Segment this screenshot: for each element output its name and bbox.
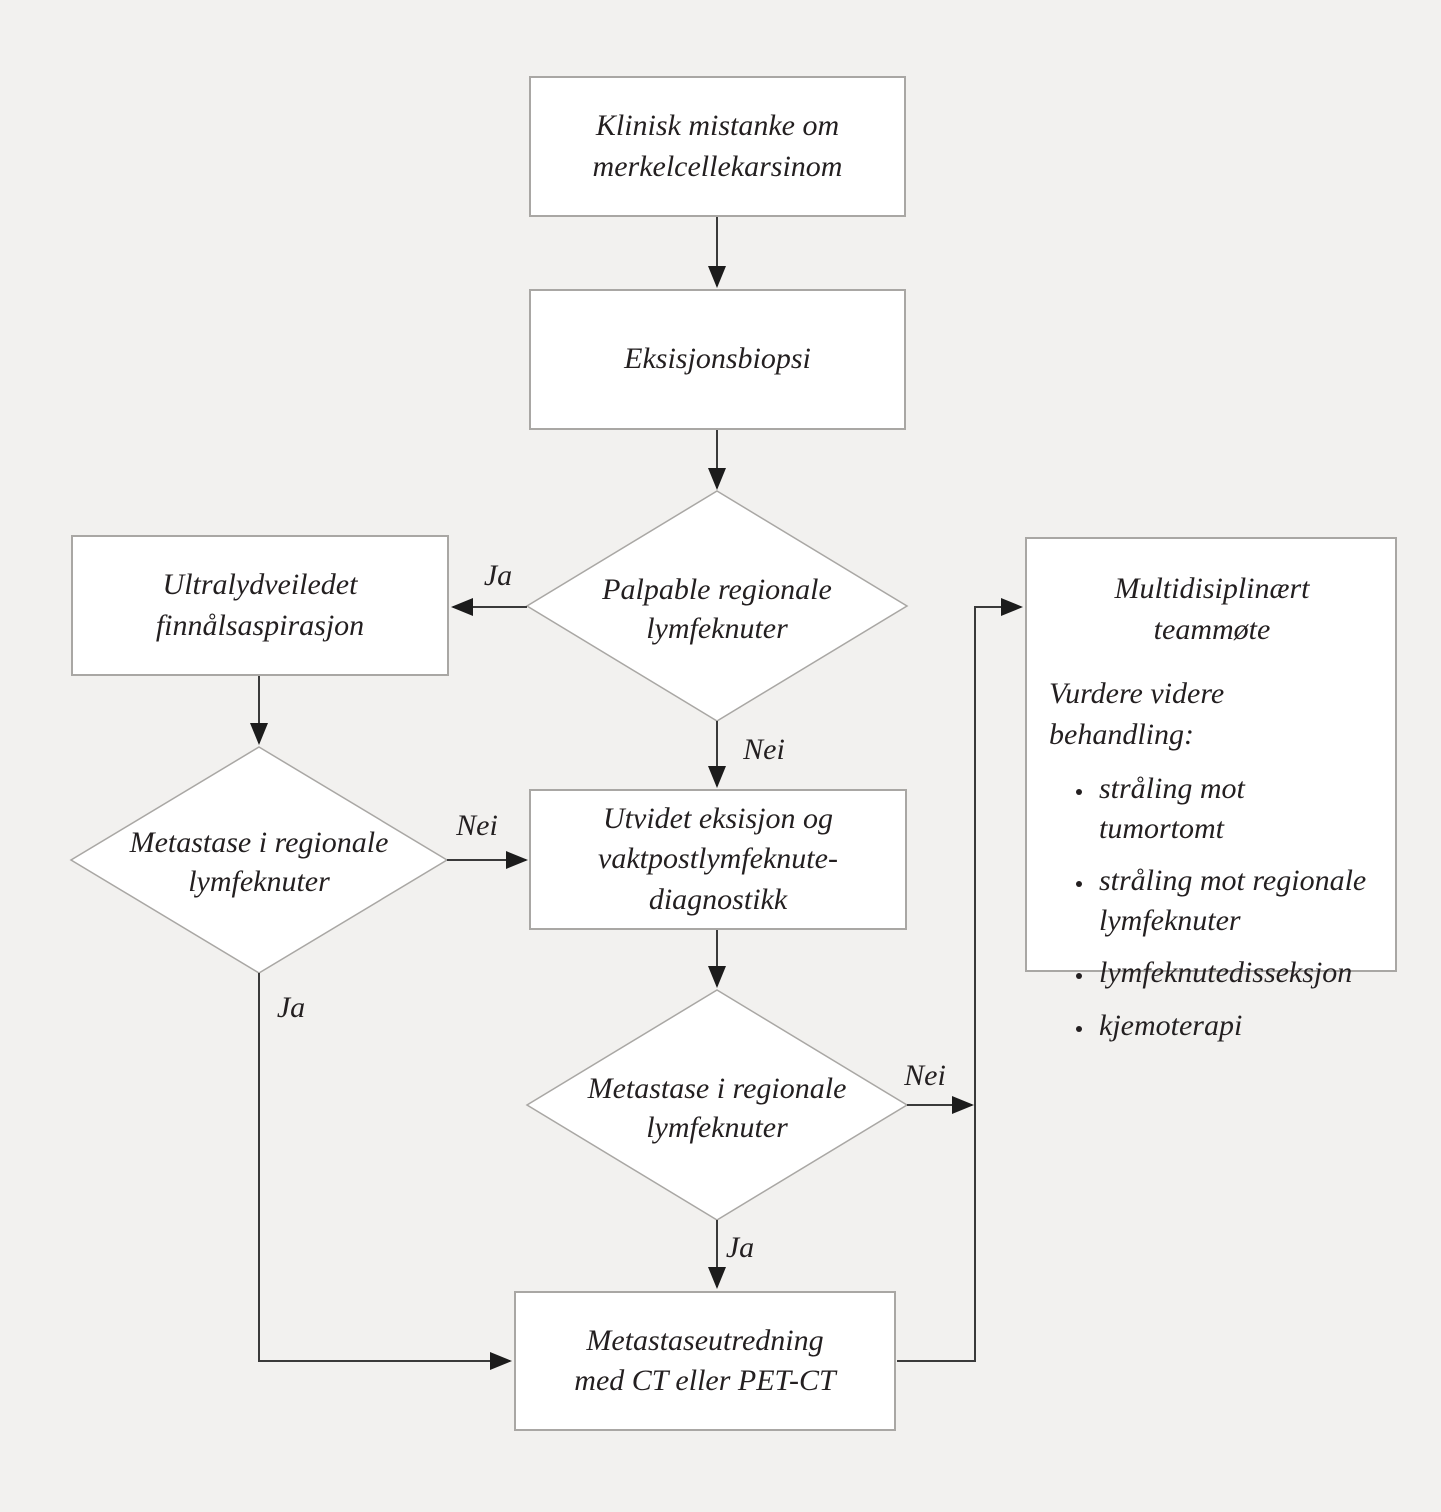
mdt-title: Multidisiplinært teammøte — [1114, 572, 1310, 646]
mdt-bullet: stråling mot regionale lymfeknuter — [1095, 861, 1375, 940]
edge-label-metastase-left-nei: Nei — [456, 809, 498, 842]
mdt-bullet: lymfeknutedisseksjon — [1095, 953, 1375, 993]
mdt-bullet: kjemoterapi — [1095, 1006, 1375, 1046]
edge-label-metastase-left-ja: Ja — [276, 991, 306, 1024]
mdt-bullet: stråling mot tumortomt — [1095, 769, 1375, 848]
mdt-subtitle: Vurdere videre behandling: — [1049, 677, 1225, 751]
node-utvidet-eksisjon: Utvidet eksisjon og vaktpostlymfeknute- … — [529, 789, 907, 930]
decision-palpable-shape — [525, 490, 909, 722]
edge-metastaseutredning-mdt — [897, 598, 1023, 1362]
edge-label-metastase-center-ja: Ja — [725, 1231, 755, 1264]
edge-label-metastase-center-nei: Nei — [904, 1059, 946, 1092]
node-eksisjonsbiopsi: Eksisjonsbiopsi — [529, 289, 906, 430]
edge-metastase-left-ja — [258, 973, 512, 1370]
edge-label-palpable-ja: Ja — [483, 559, 513, 592]
node-klinisk-mistanke: Klinisk mistanke om merkelcellekarsinom — [529, 76, 906, 217]
node-metastaseutredning: Metastaseutredning med CT eller PET-CT — [514, 1291, 896, 1431]
edge-label-palpable-nei: Nei — [743, 733, 785, 766]
mdt-bullet-list: stråling mot tumortomt stråling mot regi… — [1049, 769, 1375, 1046]
decision-metastase-center-shape — [525, 989, 909, 1221]
decision-metastase-left-shape — [69, 746, 449, 974]
node-ultralydveiledet: Ultralydveiledet finnålsaspirasjon — [71, 535, 449, 676]
node-multidisiplinaert-teammote: Multidisiplinært teammøte Vurdere videre… — [1025, 537, 1397, 1042]
